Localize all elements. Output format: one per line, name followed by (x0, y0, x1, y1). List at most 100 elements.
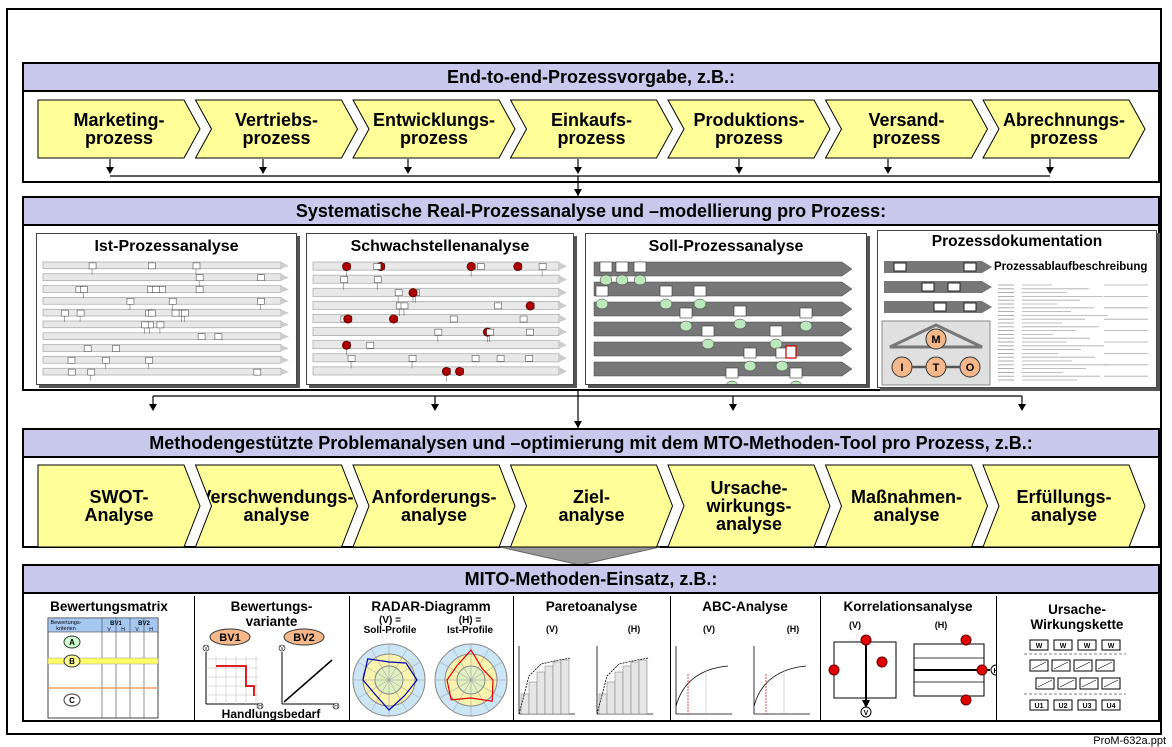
chevron-outline (352, 464, 516, 548)
abc-curve (753, 665, 807, 707)
swimlane (593, 281, 853, 297)
highlight-step (785, 345, 797, 359)
process-step (471, 355, 480, 362)
process-step (76, 309, 85, 317)
col-title: Paretoanalyse (545, 599, 638, 614)
process-chevron-5: Versand- prozess (826, 100, 988, 158)
process-chevron-4: Produktions- prozess (668, 100, 830, 158)
swimlane-arrow (559, 314, 567, 323)
process-step (659, 285, 673, 297)
axis-marker-label: V (204, 646, 208, 652)
cause-root-label: U4 (1107, 703, 1116, 710)
process-step (789, 367, 803, 379)
arrowhead-icon (106, 167, 114, 174)
matrix-variant-label: BV2 (138, 621, 150, 627)
chevron-outline (352, 99, 516, 159)
matrix-header-label: kriterien (56, 626, 76, 632)
cause-root-box (1077, 699, 1097, 711)
weakness-marker (408, 288, 418, 298)
chevron-outline (509, 464, 674, 548)
process-step (963, 302, 977, 312)
event-marker (595, 298, 609, 310)
mto-node (925, 328, 947, 350)
weakness-marker (343, 314, 353, 324)
arrowhead-icon (574, 421, 582, 428)
event-marker (701, 338, 715, 350)
event-marker (693, 298, 707, 310)
process-step (525, 355, 533, 362)
doku-diagram: M I T O (881, 261, 1148, 386)
process-step (192, 262, 201, 270)
process-step (615, 261, 629, 273)
abc-curve (675, 665, 729, 707)
arrowhead-icon (862, 700, 870, 708)
ist-card: Ist-Prozessanalyse (36, 233, 297, 385)
process-step (67, 357, 76, 364)
process-step (83, 345, 92, 352)
process-step (477, 263, 485, 270)
korr-point (876, 656, 888, 668)
cumulative-line (596, 657, 650, 715)
process-step (87, 368, 96, 376)
process-step (197, 333, 206, 340)
pareto-bar (638, 659, 648, 715)
swimlane-arrow (281, 344, 289, 352)
axis-marker (256, 702, 264, 710)
weakness-marker (525, 301, 535, 311)
swimlane-arrow (281, 332, 289, 340)
cause-root-box (1101, 699, 1121, 711)
process-step (257, 274, 265, 281)
effect-label: W (1108, 643, 1115, 650)
weakness-marker (455, 366, 465, 376)
process-step (947, 282, 961, 292)
process-step (408, 355, 417, 362)
process-step (599, 261, 613, 273)
process-step (102, 357, 110, 364)
mto-node-label: I (900, 362, 903, 374)
event-marker (799, 320, 813, 332)
process-chevron-2: Entwicklungs- prozess (353, 100, 515, 158)
process-step (112, 345, 120, 352)
process-step (733, 305, 747, 317)
swimlane-arrow (559, 340, 567, 349)
mto-node-label: O (966, 362, 975, 374)
swimlane-arrow (281, 262, 289, 269)
cumulative-line (518, 657, 572, 715)
analysis-title: Systematische Real-Prozessanalyse und –m… (24, 198, 1158, 226)
radar-spoke (470, 679, 490, 712)
soll-card: Soll-Prozessanalyse (585, 233, 867, 385)
chevron-outline (824, 99, 989, 159)
axis-marker (332, 702, 340, 710)
criterion-marker (63, 693, 81, 707)
event-marker (733, 318, 747, 330)
event-marker (726, 380, 738, 384)
effect-box (1029, 639, 1049, 651)
cause-slash (1059, 679, 1075, 688)
process-step (156, 321, 165, 329)
cause-slash (1075, 661, 1091, 670)
process-step (595, 285, 609, 297)
matrix-header-label: Bewertungs- (51, 620, 82, 626)
arrowhead-icon (574, 167, 582, 174)
methods-title: Methodengestützte Problemanalysen und –o… (24, 430, 1158, 458)
process-step (373, 276, 382, 283)
ist-diagram (42, 261, 289, 381)
radar-profile (362, 658, 418, 711)
doku-card: Prozessdokumentation Prozessablaufbeschr… (877, 230, 1157, 388)
process-step (145, 357, 154, 364)
mto-node-label: T (933, 362, 940, 374)
swimlane (884, 281, 992, 293)
ist-title: Ist-Prozessanalyse (94, 238, 239, 255)
process-chevron-3: Einkaufs- prozess (511, 100, 673, 158)
criterion-marker (63, 635, 81, 649)
korr-label-h: (H) (934, 620, 948, 630)
korrelation-graphic: VH (828, 634, 996, 718)
mto-node-label: M (931, 334, 940, 346)
effect-label: W (1060, 643, 1067, 650)
mito-section: MITO-Methoden-Einsatz, z.B.: Bewertungsm… (22, 564, 1160, 722)
pareto-label-v: (V) (546, 624, 558, 634)
